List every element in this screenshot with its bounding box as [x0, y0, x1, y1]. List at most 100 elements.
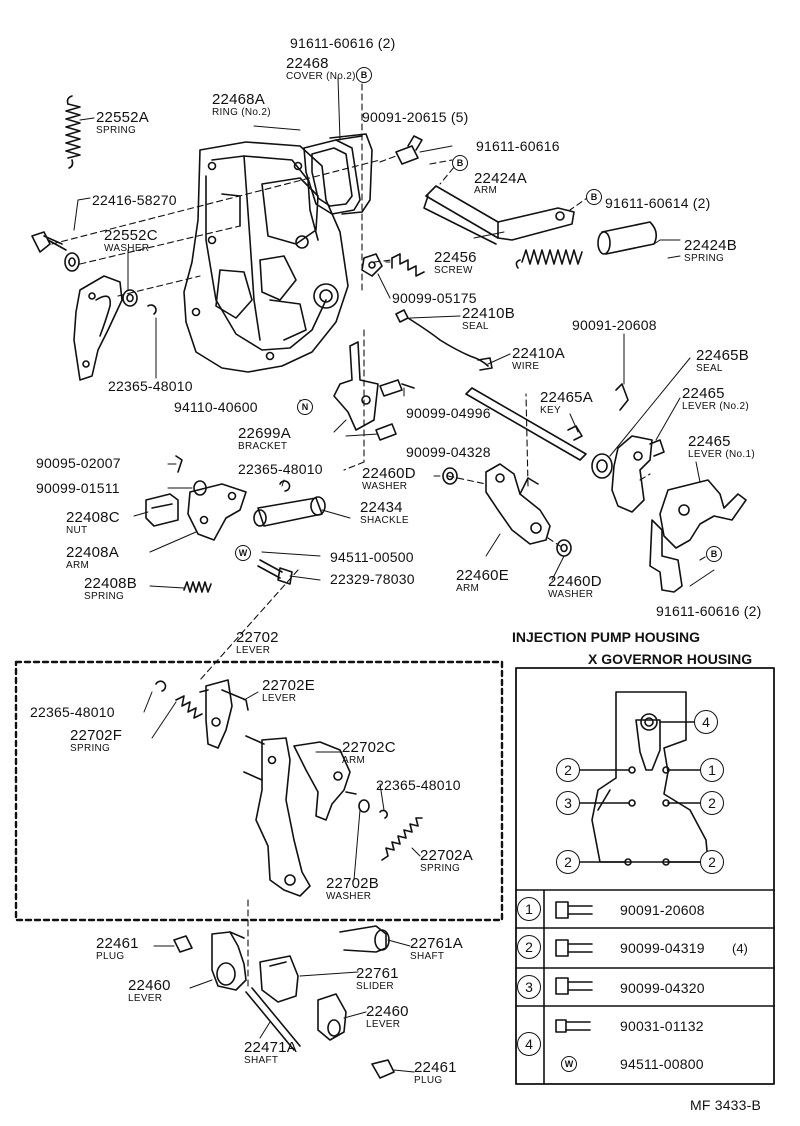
spring-22702f-drawing	[175, 695, 203, 719]
arm-22408a-drawing	[145, 455, 247, 541]
mark-b: B	[586, 189, 602, 205]
lever-22465-no1-drawing	[649, 479, 747, 593]
part-22460d-a: 22460D	[362, 465, 416, 482]
part-22702e-name: LEVER	[262, 693, 297, 704]
part-22468: 22468	[286, 55, 329, 72]
housing-title-line2: X GOVERNOR HOUSING	[588, 651, 753, 667]
part-90099-05175: 90099-05175	[392, 290, 477, 306]
bracket-22699a-drawing	[333, 341, 415, 441]
bolt-row-4-part-a: 90031-01132	[620, 1018, 704, 1034]
part-22702-name: LEVER	[236, 645, 271, 656]
part-22408b-name: SPRING	[84, 591, 125, 602]
part-22408a-name: ARM	[66, 560, 90, 571]
part-22702: 22702	[236, 629, 279, 646]
mark-n: N	[297, 399, 313, 415]
part-22702f-name: SPRING	[70, 743, 111, 754]
part-22434: 22434	[360, 499, 403, 516]
part-94110-40600: 94110-40600	[174, 399, 258, 415]
part-22702b: 22702B	[326, 875, 379, 892]
part-22468a-name: RING (No.2)	[212, 107, 271, 118]
part-22424b-name: SPRING	[684, 253, 725, 264]
part-90095-02007: 90095-02007	[36, 455, 121, 471]
part-22471a: 22471A	[244, 1039, 297, 1056]
housing-callout-2: 2	[556, 850, 580, 874]
lever-22702-assembly-drawing	[155, 679, 388, 897]
spring-22408b-drawing	[183, 581, 212, 593]
part-22408c: 22408C	[66, 509, 120, 526]
part-22461-b: 22461	[414, 1059, 457, 1076]
part-22465-lever-no2: 22465	[682, 385, 725, 402]
part-22408a: 22408A	[66, 544, 119, 561]
arm-22424a-drawing	[423, 185, 575, 245]
part-22410b-name: SEAL	[462, 321, 489, 332]
left-bolt-washer-plate-drawing	[31, 231, 157, 381]
part-22460d-b: 22460D	[548, 573, 602, 590]
part-22410b: 22410B	[462, 305, 515, 322]
screw-nut-drawing	[361, 135, 425, 277]
part-22465b-name: SEAL	[696, 363, 723, 374]
part-90099-04328: 90099-04328	[406, 444, 491, 460]
part-22408c-name: NUT	[66, 525, 88, 536]
spring-22552a-drawing	[65, 95, 81, 169]
part-91611-60616-top: 91611-60616 (2)	[290, 35, 396, 51]
lever-22465-no2-drawing	[611, 435, 665, 513]
part-22424b: 22424B	[684, 237, 737, 254]
part-22468a: 22468A	[212, 91, 265, 108]
arm-22460e-drawing	[442, 463, 572, 557]
bolt-row-3-index: 3	[517, 975, 541, 999]
part-91611-60616-bottom: 91611-60616 (2)	[656, 603, 762, 619]
bolt-row-1-index: 1	[517, 897, 541, 921]
part-22460-a-name: LEVER	[128, 993, 163, 1004]
part-22702b-name: WASHER	[326, 891, 372, 902]
part-22365-48010-c: 22365-48010	[30, 704, 115, 720]
part-22460-a: 22460	[128, 977, 171, 994]
part-22465-lever-no1-name: LEVER (No.1)	[688, 449, 755, 460]
part-22456: 22456	[434, 249, 477, 266]
housing-callout-2: 2	[700, 791, 724, 815]
part-22461-b-name: PLUG	[414, 1075, 443, 1086]
part-94511-00500: 94511-00500	[330, 549, 414, 565]
part-22410a-name: WIRE	[512, 361, 540, 372]
part-22468-name: COVER (No.2)	[286, 71, 356, 82]
housing-callout-4: 4	[694, 710, 718, 734]
bolt-row-3-part: 90099-04320	[620, 980, 705, 996]
part-90091-20608: 90091-20608	[572, 317, 657, 333]
part-22410a: 22410A	[512, 345, 565, 362]
part-22460d-a-name: WASHER	[362, 481, 408, 492]
part-90091-20615: 90091-20615 (5)	[362, 109, 469, 125]
part-90099-04996: 90099-04996	[406, 405, 491, 421]
part-22456-name: SCREW	[434, 265, 473, 276]
mark-b: B	[452, 155, 468, 171]
collar-drawing	[597, 221, 658, 255]
part-22699a-name: BRACKET	[238, 441, 288, 452]
part-22460d-b-name: WASHER	[548, 589, 594, 600]
part-22702a: 22702A	[420, 847, 473, 864]
part-22702f: 22702F	[70, 727, 123, 744]
governor-housing-drawing	[183, 141, 349, 373]
page-id: MF 3433-B	[690, 1097, 762, 1113]
lever-assembly-boundary	[14, 660, 504, 922]
bolt-row-4-part-b: 94511-00800	[620, 1056, 704, 1072]
mark-w: W	[235, 545, 251, 561]
housing-title-line1: INJECTION PUMP HOUSING	[512, 629, 700, 645]
bolt-row-2-count: (4)	[732, 941, 748, 956]
part-22471a-name: SHAFT	[244, 1055, 279, 1066]
part-22365-48010-d: 22365-48010	[376, 777, 461, 793]
bolt-row-2-index: 2	[517, 935, 541, 959]
mark-b: B	[356, 67, 372, 83]
part-22365-48010-a: 22365-48010	[108, 378, 193, 394]
part-22702e: 22702E	[262, 677, 315, 694]
spring-22424b-drawing	[515, 249, 583, 269]
mark-w: W	[561, 1056, 577, 1072]
part-22434-name: SHACKLE	[360, 515, 409, 526]
part-22761a-name: SHAFT	[410, 951, 445, 962]
part-22552c: 22552C	[104, 227, 158, 244]
part-22416-58270: 22416-58270	[92, 192, 177, 208]
bolt-row-1-part: 90091-20608	[620, 902, 705, 918]
part-22702c: 22702C	[342, 739, 396, 756]
part-22761a: 22761A	[410, 935, 463, 952]
part-22761-name: SLIDER	[356, 981, 394, 992]
part-22465a: 22465A	[540, 389, 593, 406]
long-shaft-drawing	[465, 383, 629, 479]
